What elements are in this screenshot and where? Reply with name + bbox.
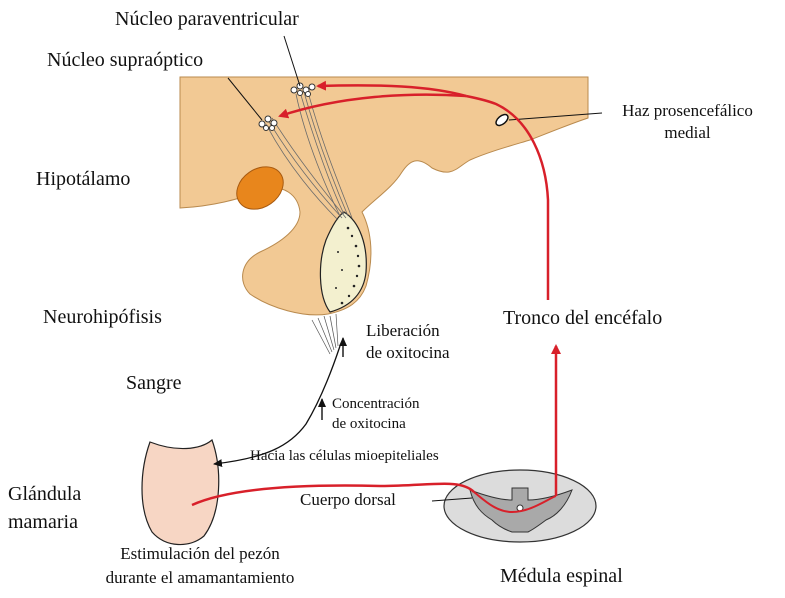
- nerve-endings: [312, 314, 338, 354]
- mammary-gland: [142, 440, 219, 545]
- label-sangre: Sangre: [126, 372, 182, 395]
- concentracion-line2: de oxitocina: [332, 416, 406, 432]
- label-hipotalamo: Hipotálamo: [36, 168, 130, 191]
- haz-line1: Haz prosencefálico: [622, 101, 753, 120]
- label-glandula-mamaria: Glándula mamaria: [8, 480, 81, 536]
- label-haz-prosencefalico: Haz prosencefálico medial: [600, 100, 775, 144]
- label-liberacion-oxitocina: Liberación de oxitocina: [366, 320, 450, 364]
- estimulacion-line2: durante el amamantamiento: [106, 568, 295, 587]
- liberacion-line1: Liberación: [366, 321, 440, 340]
- oxytocin-blood-path: [214, 346, 340, 464]
- label-nucleo-supraoptico: Núcleo supraóptico: [47, 49, 203, 72]
- label-hacia-mioepiteliales: Hacia las células mioepiteliales: [250, 448, 439, 465]
- estimulacion-line1: Estimulación del pezón: [120, 544, 280, 563]
- label-concentracion-oxitocina: Concentración de oxitocina: [332, 394, 419, 434]
- liberacion-line2: de oxitocina: [366, 343, 450, 362]
- label-estimulacion-pezon: Estimulación del pezón durante el amaman…: [70, 542, 330, 590]
- concentracion-line1: Concentración: [332, 396, 419, 412]
- label-tronco-encefalo: Tronco del encéfalo: [503, 307, 662, 330]
- label-nucleo-paraventricular: Núcleo paraventricular: [115, 8, 299, 31]
- label-cuerpo-dorsal: Cuerpo dorsal: [300, 490, 396, 510]
- label-neurohipofisis: Neurohipófisis: [43, 306, 162, 329]
- label-medula-espinal: Médula espinal: [500, 565, 623, 588]
- glandula-line1: Glándula: [8, 483, 81, 505]
- glandula-line2: mamaria: [8, 511, 78, 533]
- haz-line2: medial: [664, 123, 710, 142]
